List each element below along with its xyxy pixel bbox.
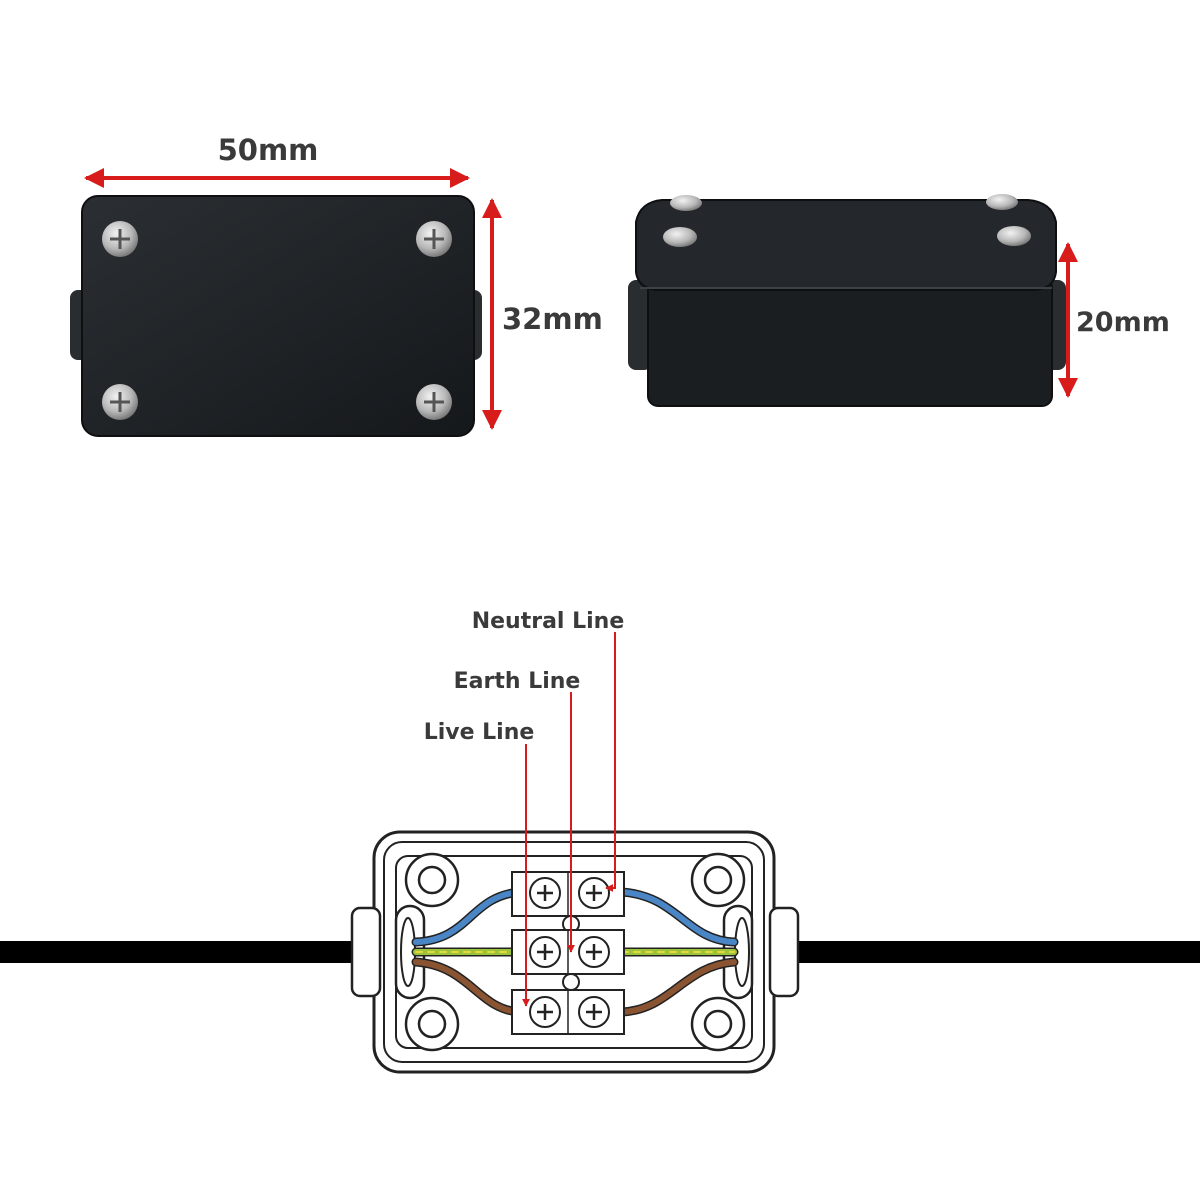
cable-gland-left <box>350 904 426 1000</box>
cable-gland-right <box>722 904 800 1000</box>
screw-icon <box>997 226 1031 246</box>
terminal-block-neutral <box>511 871 625 917</box>
terminal-block-earth <box>511 929 625 975</box>
width-label: 50mm <box>218 133 319 167</box>
mounting-hole-icon <box>404 996 460 1052</box>
mounting-hole-icon <box>690 852 746 908</box>
terminal-screw-icon <box>529 936 561 968</box>
screw-icon <box>102 221 138 257</box>
terminal-screw-icon <box>529 996 561 1028</box>
mounting-hole-icon <box>690 996 746 1052</box>
screw-icon <box>663 227 697 247</box>
divider-hole-icon <box>562 973 580 991</box>
neutral-leader <box>605 632 616 892</box>
live-line-label: Live Line <box>424 720 535 745</box>
enclosure-top-view <box>70 195 482 437</box>
neutral-wire <box>411 887 739 947</box>
width-dimension: 50mm <box>84 133 470 188</box>
height-label: 32mm <box>502 302 603 336</box>
mounting-hole-icon <box>404 852 460 908</box>
height-dimension: 32mm <box>482 198 603 430</box>
terminal-block-live <box>511 989 625 1035</box>
neutral-line-label: Neutral Line <box>472 609 625 634</box>
screw-icon <box>102 384 138 420</box>
terminal-screw-icon <box>529 877 561 909</box>
enclosure-side-view <box>628 194 1066 407</box>
earth-line-label: Earth Line <box>454 669 581 694</box>
screw-icon <box>986 194 1018 210</box>
screw-icon <box>416 221 452 257</box>
screw-icon <box>670 195 702 211</box>
depth-label: 20mm <box>1076 307 1170 338</box>
cable-left <box>0 941 380 963</box>
depth-dimension: 20mm <box>1058 242 1170 398</box>
cable-right <box>796 941 1200 963</box>
live-wire <box>411 957 739 1017</box>
wiring-diagram: Neutral Line Earth Line Live Line <box>0 609 1200 1074</box>
terminal-screw-icon <box>578 936 610 968</box>
screw-icon <box>416 384 452 420</box>
terminal-screw-icon <box>578 996 610 1028</box>
terminal-screw-icon <box>578 877 610 909</box>
